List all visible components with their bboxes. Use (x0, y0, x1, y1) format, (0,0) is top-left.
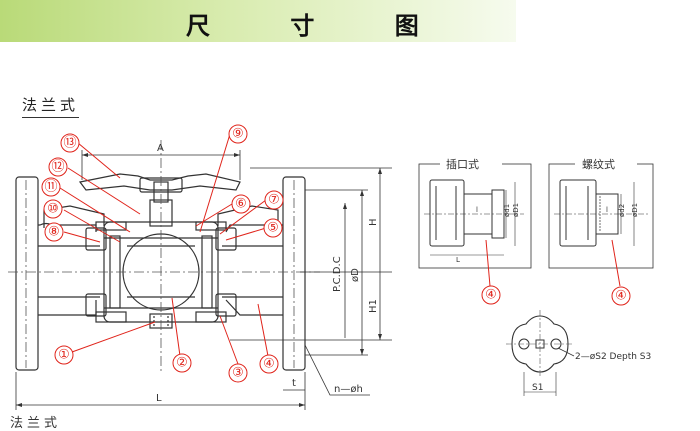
left-flange (15, 176, 39, 371)
socket-view: 插口式 ød1 øD1 l L ④ (418, 157, 532, 305)
section-title: 法兰式 (22, 94, 80, 118)
dimension-drawing: A L t H H1 P.C.D.C øD n—øh (8, 124, 654, 410)
thread-d2-label: ød2 (618, 204, 626, 217)
right-flange (282, 176, 306, 371)
handle (78, 173, 241, 191)
callout-9: ⑨ (232, 127, 244, 142)
socket-callout: ④ (485, 288, 497, 303)
dim-holes-label: n—øh (334, 384, 363, 395)
callout-7: ⑦ (268, 193, 280, 208)
mount-s1-label: S1 (532, 383, 543, 393)
thread-view: 螺纹式 ød2 øD1 l ④ (548, 157, 654, 306)
callout-1: ① (58, 348, 70, 363)
callout-3: ③ (232, 366, 244, 381)
callout-6: ⑥ (235, 197, 247, 212)
dim-l-label: L (156, 393, 162, 404)
callout-2: ② (176, 356, 188, 371)
callout-8: ⑧ (48, 225, 60, 240)
dim-t-label: t (292, 378, 296, 389)
socket-l-label: l (476, 206, 478, 214)
callout-12: ⑫ (51, 160, 64, 175)
dim-a-label: A (157, 143, 164, 154)
thread-view-title: 螺纹式 (582, 157, 615, 171)
callout-10: ⑩ (47, 202, 59, 217)
dim-h1-label: H1 (368, 299, 379, 313)
socket-view-title: 插口式 (446, 157, 479, 171)
socket-d1-label: ød1 (503, 204, 511, 217)
callout-4: ④ (263, 357, 275, 372)
dim-d-label: øD (350, 268, 361, 282)
dim-h-label: H (368, 218, 379, 226)
mount-view: S1 2—øS2 Depth S3 (506, 310, 651, 396)
header-banner: 尺 寸 图 (0, 0, 516, 42)
socket-L-label: L (456, 256, 460, 264)
thread-callout: ④ (615, 289, 627, 304)
thread-l-label: l (606, 206, 608, 214)
socket-D1-label: øD1 (512, 203, 520, 217)
dim-pcd-label: P.C.D.C (332, 256, 343, 292)
right-pipe-body (225, 224, 283, 316)
callout-5: ⑤ (267, 221, 279, 236)
page-title: 尺 寸 图 (186, 12, 455, 40)
callout-13: ⑬ (63, 136, 76, 151)
mount-note: 2—øS2 Depth S3 (575, 352, 651, 362)
thread-D1-label: øD1 (631, 203, 639, 217)
callout-11: ⑪ (44, 180, 57, 195)
